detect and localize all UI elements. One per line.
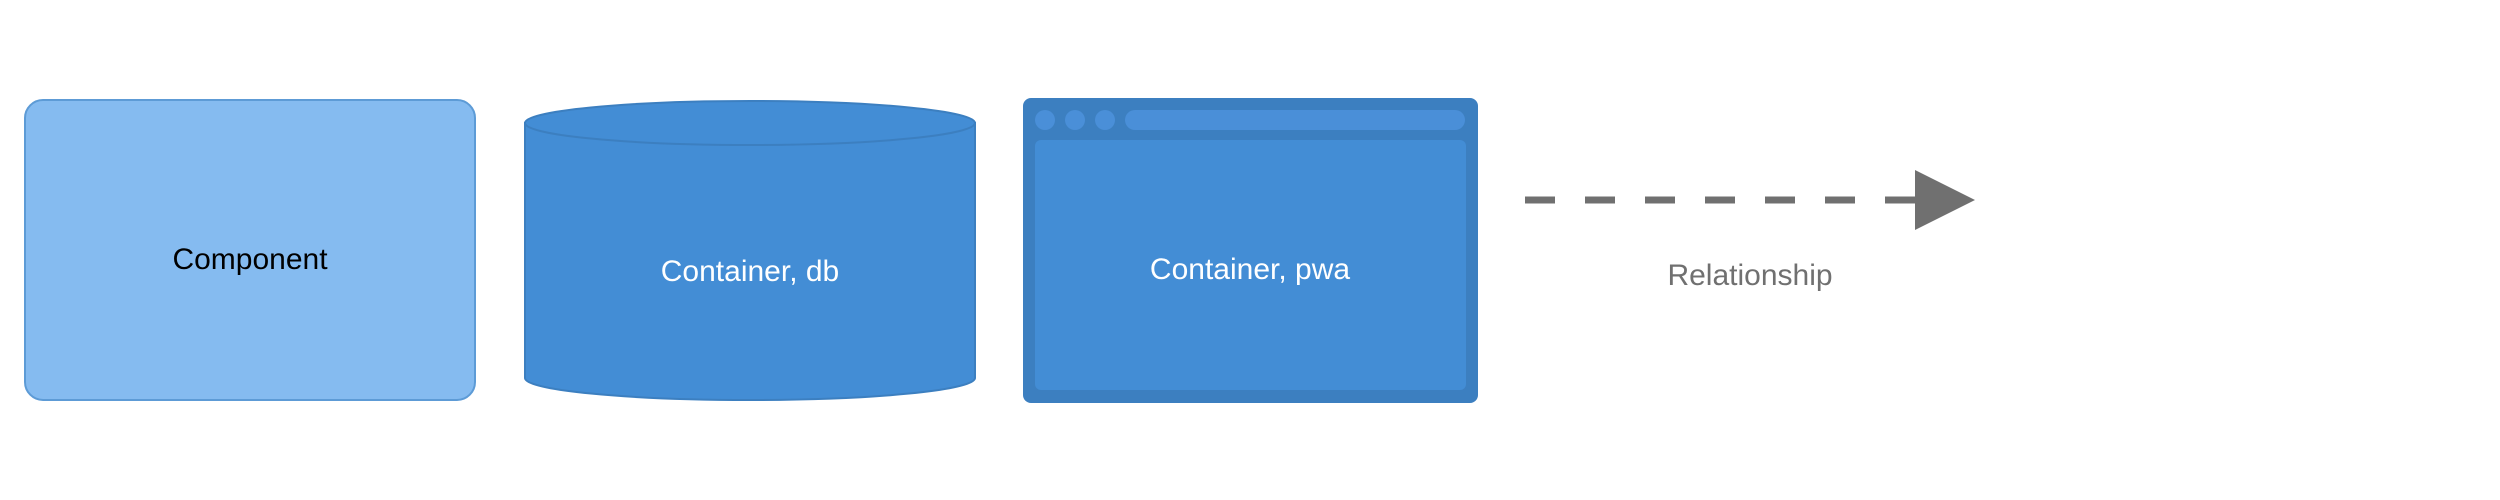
component-shape: Component [24, 99, 476, 401]
component-box [24, 99, 476, 401]
container-pwa-content [1035, 140, 1466, 390]
arrowhead-icon [1915, 170, 1975, 230]
container-pwa-shape: Container, pwa [1023, 98, 1478, 403]
component-label: Component [172, 243, 328, 276]
relationship-label: Relationship [1667, 259, 1832, 292]
container-db-body [524, 122, 976, 401]
window-dot-icon [1035, 110, 1055, 130]
container-db-label: Container, db [661, 255, 839, 288]
container-db-top [524, 100, 976, 146]
relationship-arrow: Relationship [1525, 170, 1975, 292]
window-dot-icon [1065, 110, 1085, 130]
container-pwa-label: Container, pwa [1150, 253, 1350, 286]
window-dot-icon [1095, 110, 1115, 130]
window-address-bar [1125, 110, 1465, 130]
container-db-shape: Container, db [524, 100, 976, 401]
